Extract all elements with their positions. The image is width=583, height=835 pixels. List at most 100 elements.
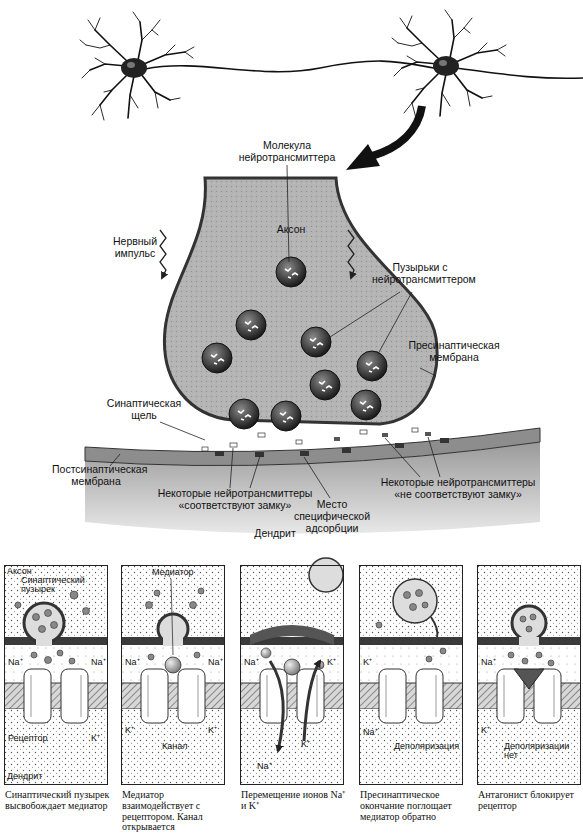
- receptor-site: [300, 451, 309, 456]
- neurons: [80, 10, 583, 120]
- ion-label: Синаптический пузырек: [21, 576, 81, 595]
- postsynaptic-membrane: [85, 428, 540, 466]
- cell-body: [121, 58, 147, 78]
- panel-caption: Синаптический пузырек высвобождает медиа…: [5, 790, 115, 812]
- vesicle: [276, 257, 306, 287]
- panel-caption: Перемещение ионов Na⁺ и K⁺: [241, 790, 351, 812]
- mediator-dots: [148, 654, 154, 660]
- molecule: [202, 447, 208, 451]
- vesicle: [310, 370, 340, 400]
- vesicle: [393, 579, 437, 623]
- panel-art: [4, 565, 108, 785]
- cell-body: [433, 56, 459, 76]
- mediator-dots: [31, 652, 37, 658]
- ion-label: Na⁺: [125, 658, 145, 667]
- mediator-dots: [70, 591, 78, 599]
- vesicle: [309, 558, 343, 592]
- panel-caption: Пресинаптическое окончание поглощает мед…: [360, 790, 472, 822]
- vesicle: [351, 390, 381, 420]
- ion-label: K⁺: [481, 726, 501, 735]
- part-label: Аксон: [266, 224, 316, 236]
- part-label: Пузырьки с нейротрансмиттером: [372, 262, 468, 286]
- ion-label: Na⁺: [8, 658, 28, 667]
- ion-label: Деполяризации нет: [504, 742, 580, 761]
- ion-label: K⁺: [363, 658, 383, 667]
- membrane-dip: [250, 625, 334, 645]
- panel-art: [359, 565, 463, 785]
- ion-label: K⁺: [327, 658, 347, 667]
- molecule: [425, 432, 431, 436]
- ion-label: Na⁺: [257, 762, 277, 771]
- mediator-dots: [530, 614, 536, 620]
- ion-label: K⁺: [208, 726, 228, 735]
- panel-art: [121, 565, 225, 785]
- receptor-site: [255, 452, 264, 457]
- axon-line: [455, 68, 583, 78]
- ion-label: K⁺: [91, 734, 111, 743]
- mediator-dots: [536, 652, 542, 658]
- mediator-dots: [57, 650, 63, 656]
- ion-flow-arrow: [304, 661, 320, 741]
- mediator-dots: [45, 610, 52, 617]
- leader-line: [420, 368, 436, 376]
- mediator-dots: [194, 652, 200, 658]
- mediator-dots: [376, 590, 446, 663]
- part-label: Синаптическая щель: [104, 398, 184, 422]
- leader-line: [230, 448, 233, 488]
- panel-art: [477, 565, 581, 785]
- molecule: [258, 433, 265, 437]
- vesicle: [271, 401, 301, 431]
- part-label: Нервный импульс: [104, 236, 166, 260]
- mediator-dots: [198, 588, 204, 594]
- part-label: Некоторые нейротрансмиттеры «не соответс…: [372, 477, 544, 501]
- panel-box: Медиатор взаимодействует с рецептором. К…: [121, 565, 225, 785]
- panel-box: Перемещение ионов Na⁺ и K⁺Na⁺K⁺Na⁺K⁺: [240, 565, 344, 785]
- receptor-site: [342, 448, 351, 453]
- mediator-dots: [45, 657, 52, 664]
- leader-line: [385, 438, 420, 477]
- ion-label: Na⁺: [91, 658, 111, 667]
- mediator-dots: [376, 622, 382, 628]
- ion-label: Na⁺: [244, 658, 264, 667]
- receptor-site: [215, 451, 224, 456]
- mediator-dots: [426, 656, 432, 662]
- leader-line: [287, 165, 289, 262]
- vesicle: [512, 606, 546, 640]
- part-label: Некоторые нейротрансмиттеры «соответству…: [150, 488, 320, 512]
- vesicle: [236, 310, 266, 340]
- leader-lines: [110, 165, 440, 498]
- mediator-dots: [404, 592, 411, 599]
- mediator-dots: [526, 626, 532, 632]
- mediator-dots: [422, 602, 428, 608]
- leader-line: [250, 456, 260, 488]
- leader-line: [160, 422, 205, 440]
- vesicle-opening: [36, 637, 52, 646]
- panel-background: [121, 565, 225, 785]
- receptor-site: [395, 443, 404, 448]
- ion-label: Na⁺: [208, 658, 228, 667]
- panel-background: [240, 565, 344, 785]
- ion-label: K⁺: [125, 726, 145, 735]
- mediator-dots: [190, 602, 197, 609]
- panel-art: [240, 558, 344, 785]
- axon-terminal: [164, 178, 437, 431]
- vesicle: [357, 351, 387, 381]
- ion-label: Деполяризация: [394, 742, 462, 751]
- mediator-dots: [508, 652, 514, 658]
- ion-label: Дендрит: [7, 772, 57, 781]
- part-label: Место специфической адсорбции: [290, 499, 374, 534]
- panel-box: Антагонист блокирует рецепторNa⁺K⁺Деполя…: [477, 565, 581, 785]
- mediator-dots: [548, 660, 554, 666]
- leader-line: [330, 292, 400, 337]
- part-label: Пресинаптическая мембрана: [404, 340, 504, 364]
- ion-label: K⁺: [301, 740, 321, 749]
- molecule: [230, 443, 237, 447]
- vesicle: [202, 343, 232, 373]
- panel-box: Пресинаптическое окончание поглощает мед…: [359, 565, 463, 785]
- axon-line: [145, 61, 434, 72]
- presynaptic-terminal: [164, 178, 437, 424]
- ion: [261, 648, 271, 658]
- transmitter-molecules: [202, 428, 431, 451]
- ion-label: Na⁺: [481, 658, 501, 667]
